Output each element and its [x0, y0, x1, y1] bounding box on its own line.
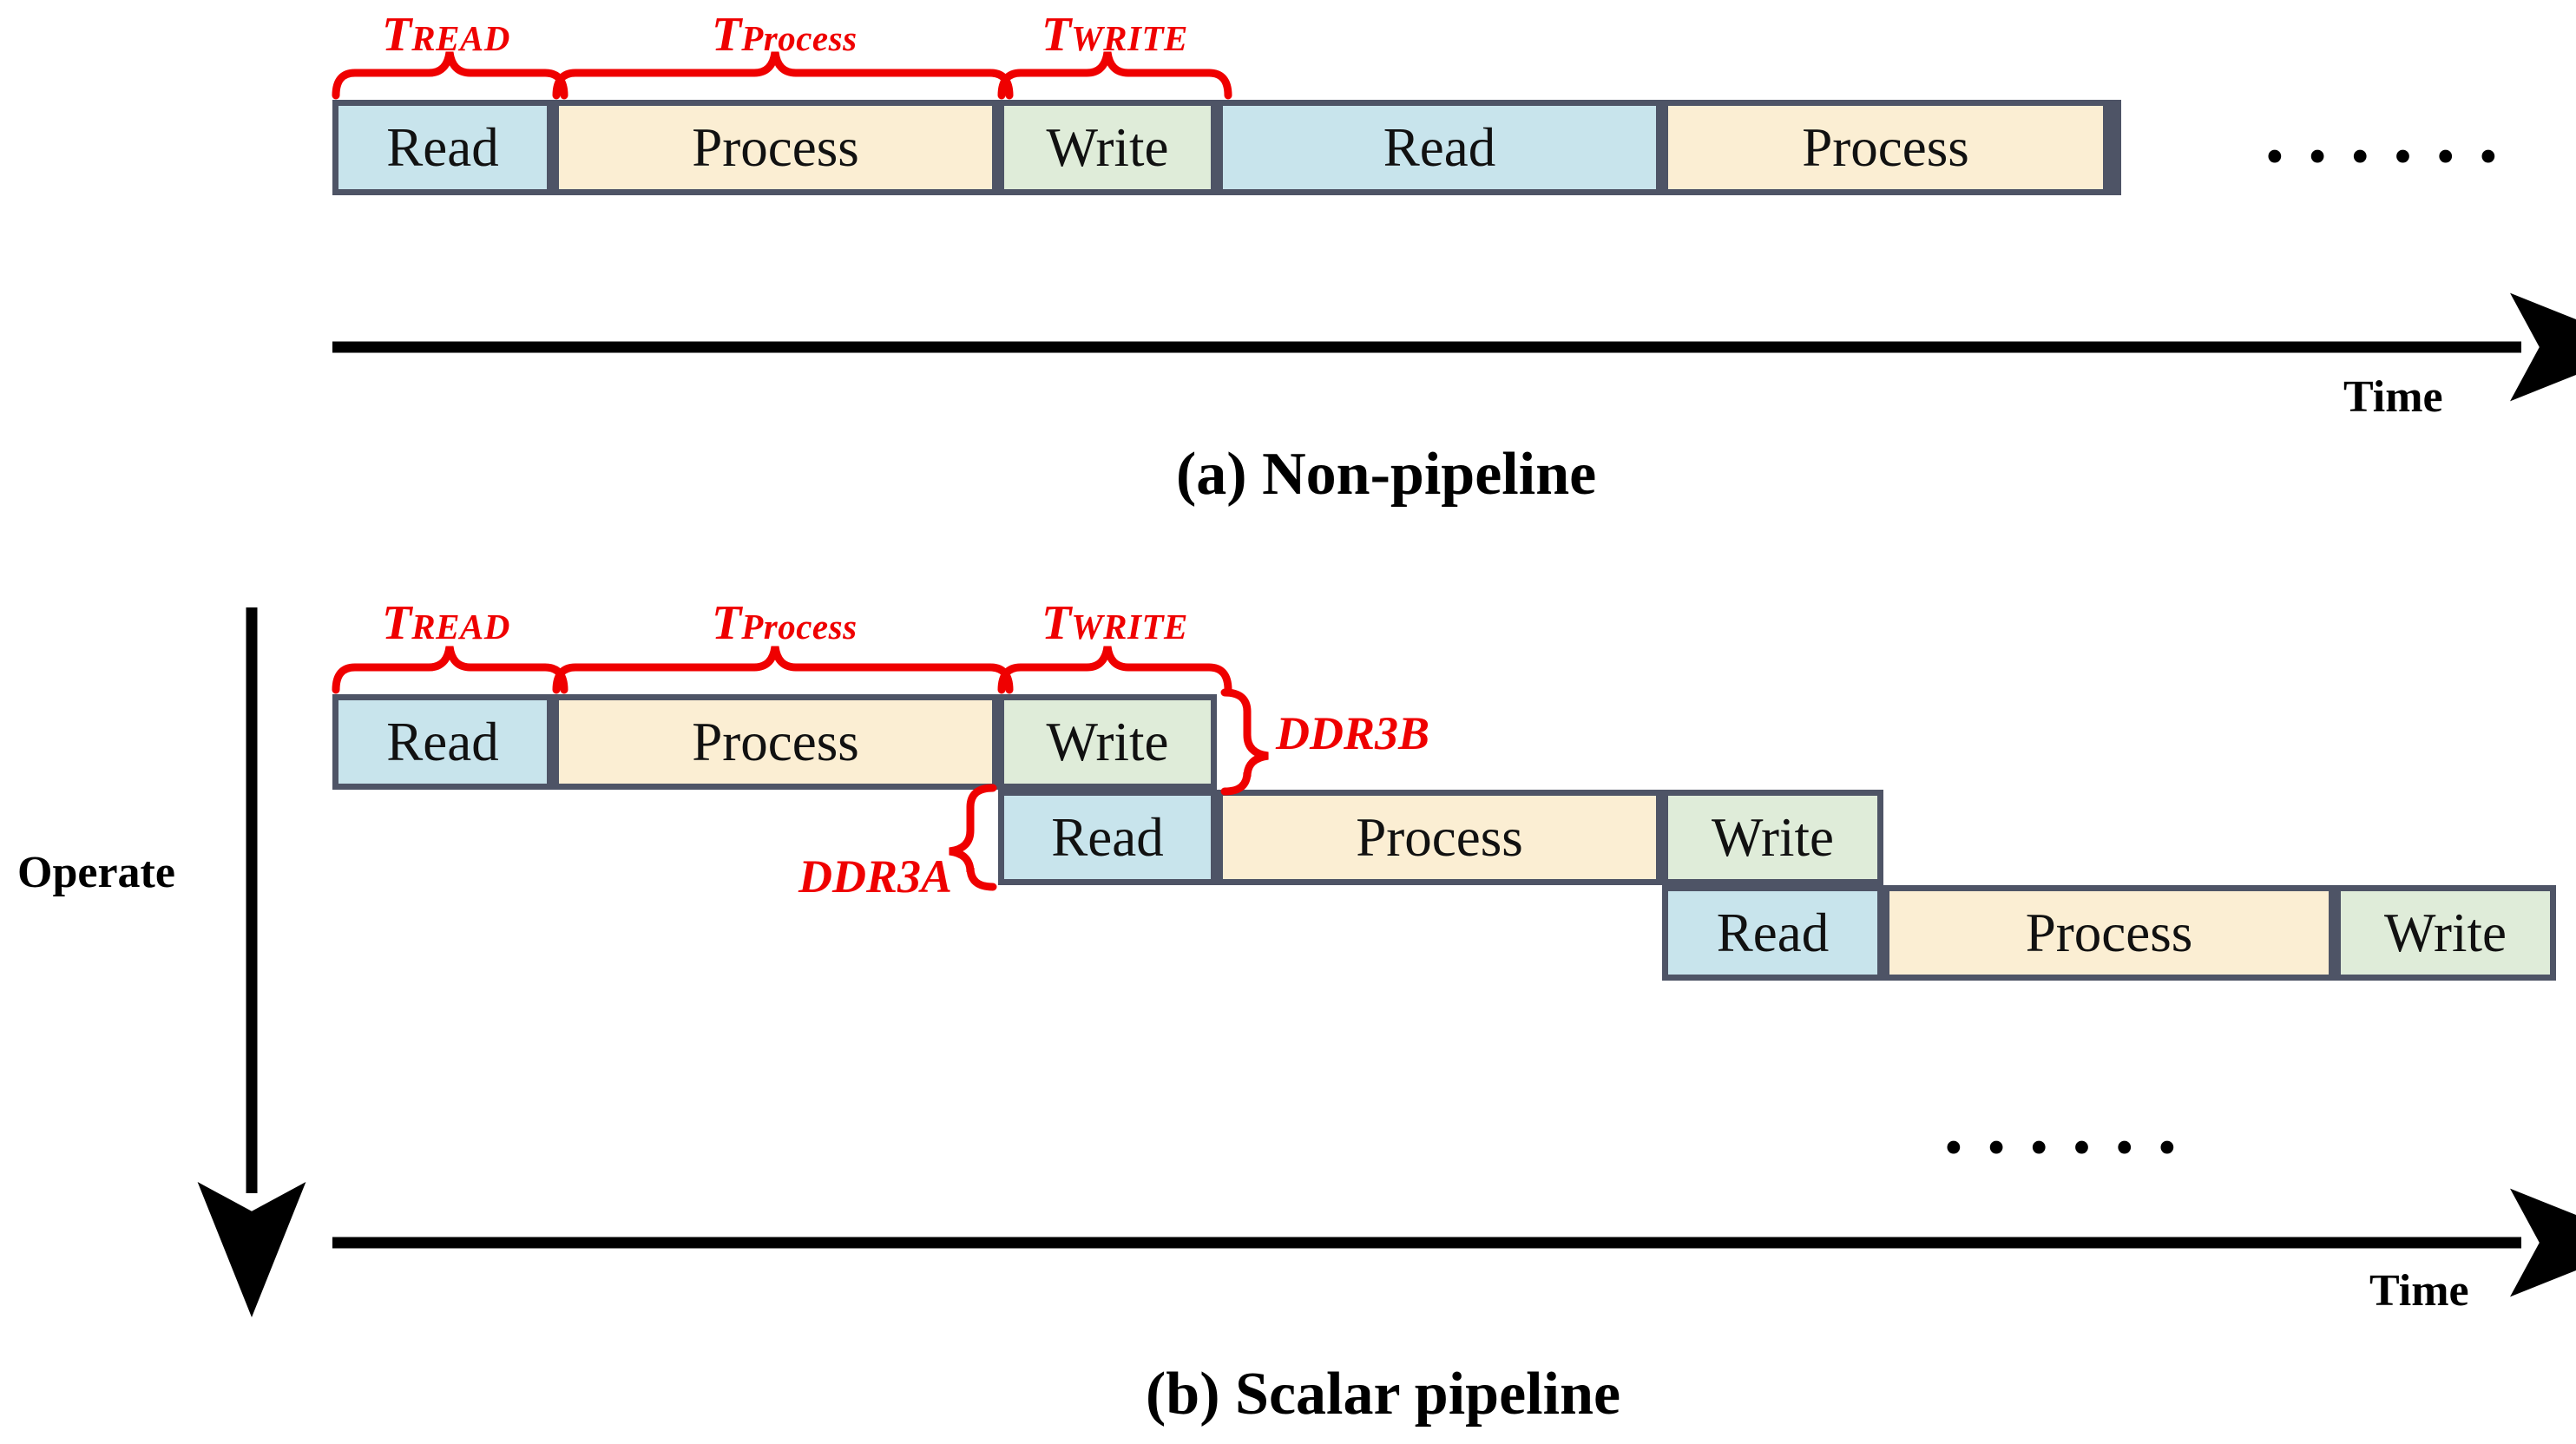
panel-caption-b: (b) Scalar pipeline: [1146, 1361, 1621, 1428]
pipeline-block-read: Read: [332, 694, 553, 790]
timing-label-suffix: WRITE: [1071, 18, 1188, 58]
operate-axis-label: Operate: [17, 848, 175, 897]
timing-label-suffix: Process: [741, 18, 858, 58]
stage-block-label: Read: [1383, 116, 1496, 178]
timing-label-t-write-b: TWRITE: [1042, 599, 1188, 647]
memory-label-ddr3b: DDR3B: [1276, 707, 1430, 759]
timing-label-t-write-a: TWRITE: [1042, 10, 1188, 59]
timing-label-prefix: T: [1042, 8, 1072, 62]
pipeline-block-label: Process: [692, 711, 859, 772]
pipeline-block-label: Process: [2025, 902, 2193, 963]
stage-block-process: Process: [553, 100, 998, 195]
memory-label-ddr3a: DDR3A: [798, 850, 953, 902]
brace-t-process-b: [552, 646, 1014, 694]
stage-block-label: Process: [692, 116, 859, 178]
pipeline-block-process: Process: [1217, 790, 1662, 885]
pipeline-block-write: Write: [2335, 885, 2556, 981]
pipeline-block-write: Write: [998, 694, 1217, 790]
pipeline-block-label: Write: [2384, 902, 2507, 963]
timing-label-t-process-b: TProcess: [712, 599, 858, 647]
timing-label-suffix: READ: [411, 18, 510, 58]
timing-label-prefix: T: [712, 8, 742, 62]
brace-ddr3b: [1220, 688, 1269, 796]
timing-label-t-process-a: TProcess: [712, 10, 858, 59]
ellipsis-a: • • • • • •: [2265, 128, 2503, 187]
timing-label-suffix: WRITE: [1071, 607, 1188, 647]
ellipsis-b: • • • • • •: [1944, 1119, 2182, 1178]
time-axis-label-b: Time: [2369, 1266, 2469, 1316]
brace-group-b: [332, 646, 1232, 694]
pipeline-block-process: Process: [553, 694, 998, 790]
timing-label-suffix: READ: [411, 607, 510, 647]
stage-block-read: Read: [332, 100, 553, 195]
brace-ddr3a: [949, 784, 997, 891]
pipeline-block-label: Write: [1046, 711, 1169, 772]
pipeline-block-label: Read: [1716, 902, 1830, 963]
timing-label-t-read-b: TREAD: [382, 599, 510, 647]
timing-label-prefix: T: [1042, 596, 1072, 650]
brace-t-read-b: [332, 646, 568, 694]
pipeline-block-write: Write: [1662, 790, 1883, 885]
stage-block-process: Process: [1662, 100, 2109, 195]
pipeline-block-label: Process: [1356, 806, 1523, 868]
timing-label-prefix: T: [382, 596, 412, 650]
timing-label-prefix: T: [712, 596, 742, 650]
pipeline-block-label: Write: [1712, 806, 1834, 868]
timing-label-t-read-a: TREAD: [382, 10, 510, 59]
pipeline-block-process: Process: [1883, 885, 2335, 981]
pipeline-block-read: Read: [998, 790, 1217, 885]
timing-label-prefix: T: [382, 8, 412, 62]
pipeline-block-read: Read: [1662, 885, 1883, 981]
stage-block-write: [2109, 100, 2121, 195]
stage-block-label: Process: [1802, 116, 1969, 178]
time-axis-label-a: Time: [2343, 372, 2443, 422]
timing-label-suffix: Process: [741, 607, 858, 647]
brace-t-write-b: [997, 646, 1232, 694]
stage-block-label: Read: [386, 116, 499, 178]
pipeline-block-label: Read: [1051, 806, 1164, 868]
stage-block-read: Read: [1217, 100, 1662, 195]
stage-block-write: Write: [998, 100, 1217, 195]
pipeline-block-label: Read: [386, 711, 499, 772]
stage-block-label: Write: [1046, 116, 1169, 178]
panel-caption-a: (a) Non-pipeline: [1176, 441, 1597, 508]
